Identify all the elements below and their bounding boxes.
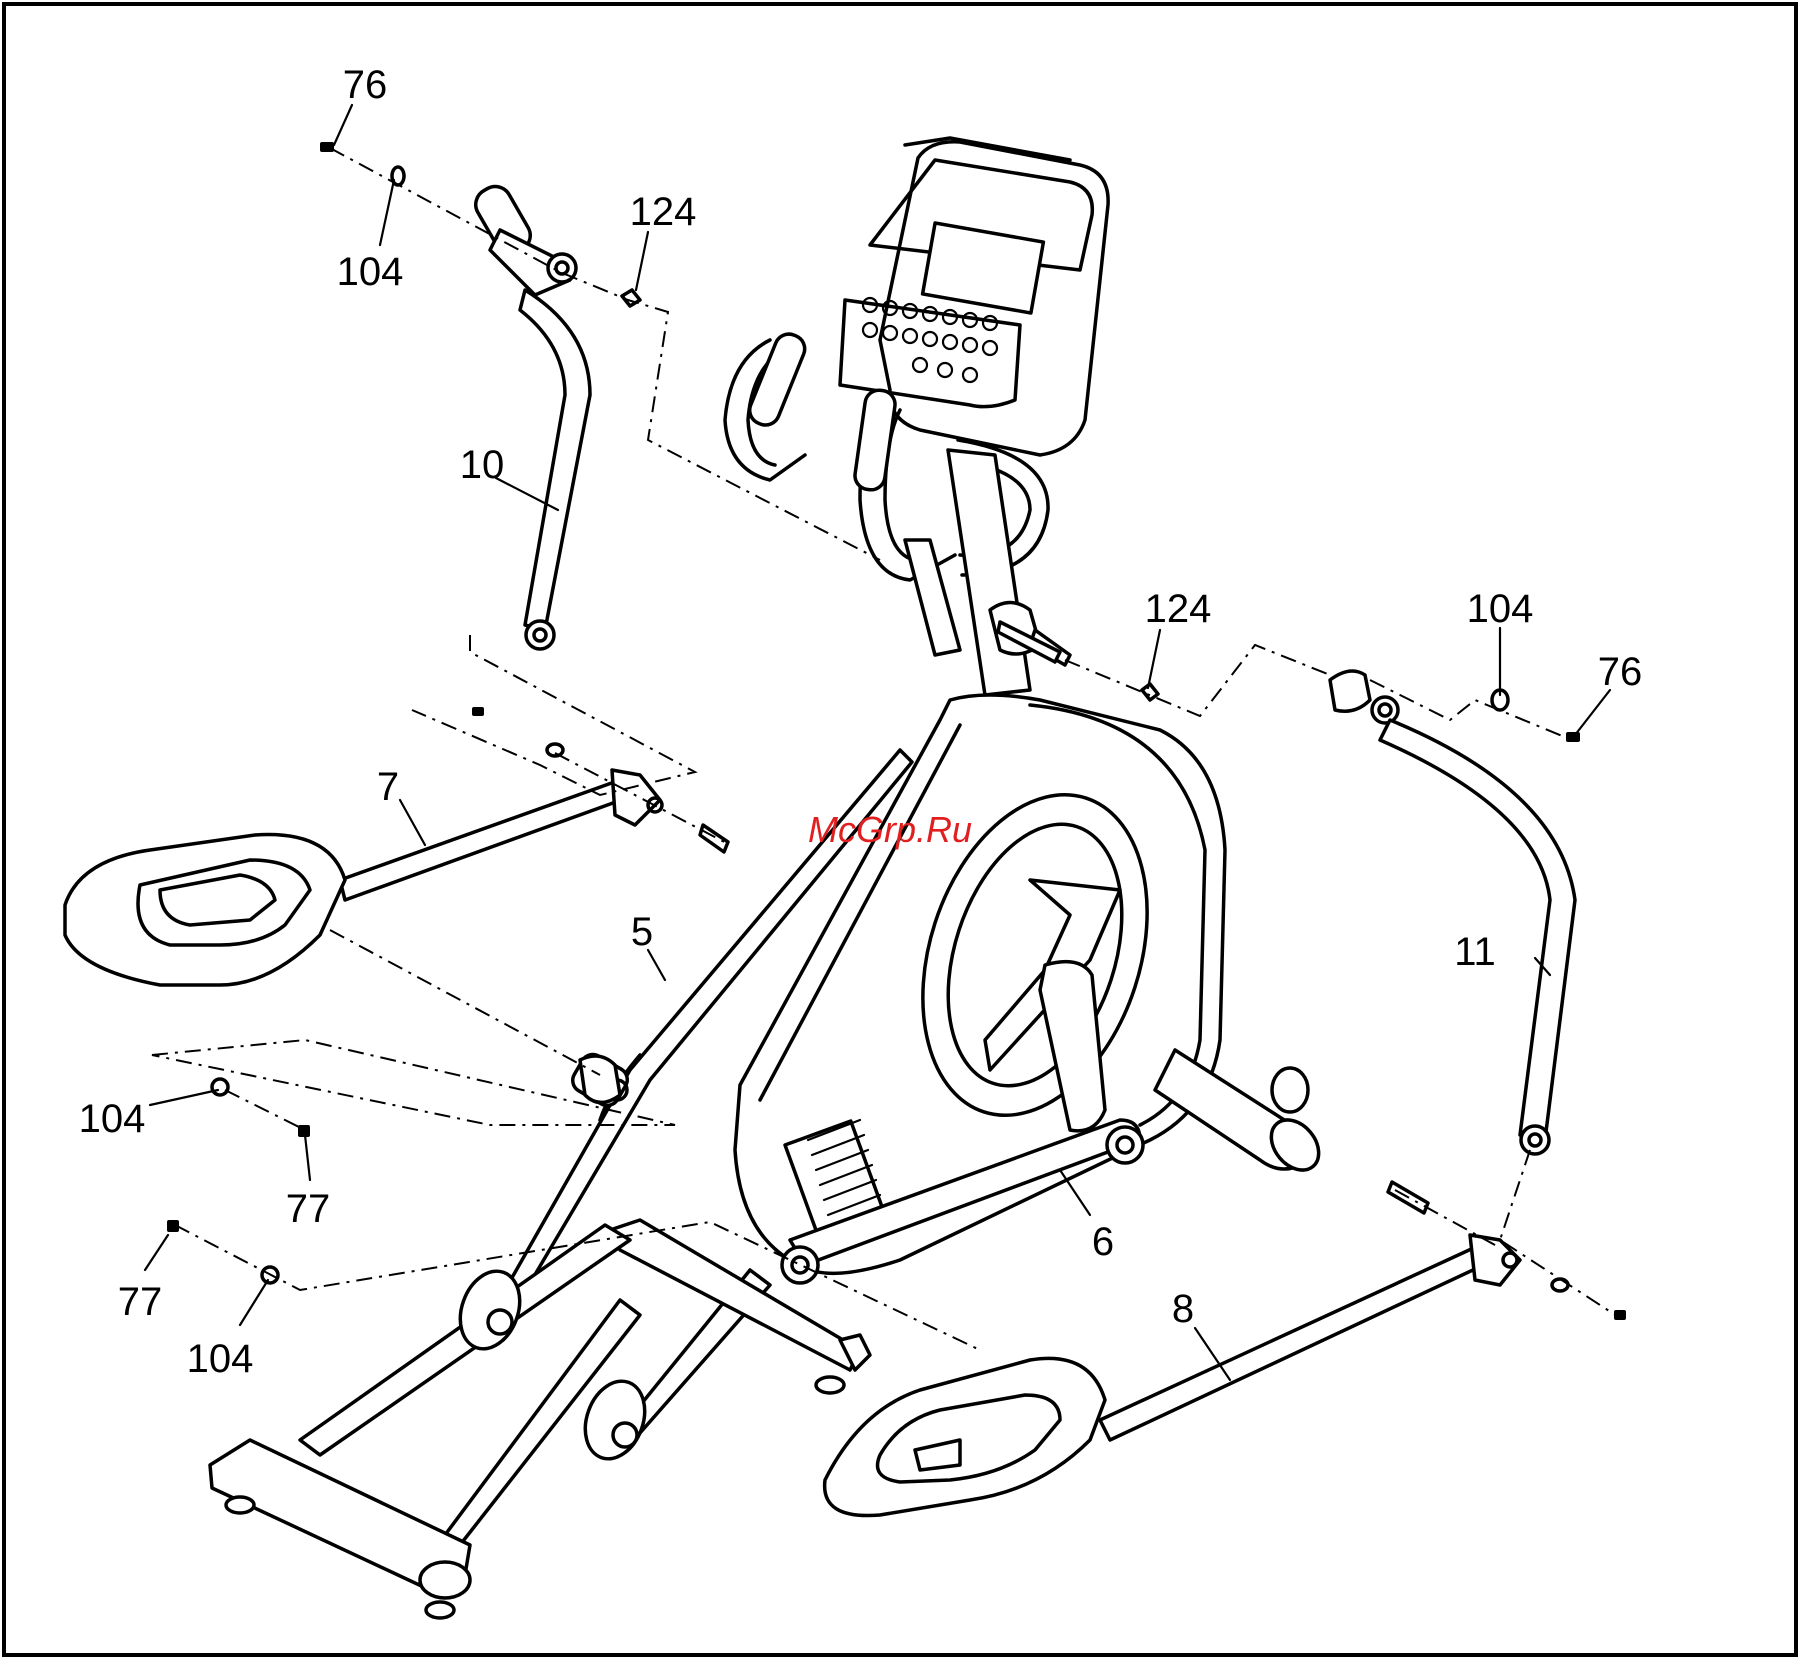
pivot-bushing-left bbox=[580, 1056, 620, 1103]
washer-104-lower bbox=[212, 1079, 228, 1095]
label-77-bottom: 77 bbox=[118, 1280, 163, 1324]
label-124-top: 124 bbox=[630, 190, 697, 234]
label-104-right: 104 bbox=[1467, 587, 1534, 631]
label-104-mid: 104 bbox=[79, 1097, 146, 1141]
label-10: 10 bbox=[460, 443, 505, 487]
label-11: 11 bbox=[1454, 930, 1496, 974]
rear-wheel bbox=[1272, 1068, 1308, 1112]
bolt-76 bbox=[320, 142, 334, 152]
bolt-76-right bbox=[1566, 732, 1580, 742]
label-5: 5 bbox=[631, 910, 653, 954]
label-104-bottom: 104 bbox=[187, 1337, 254, 1381]
label-76-top: 76 bbox=[343, 63, 388, 107]
watermark: McGrp.Ru bbox=[808, 809, 972, 850]
label-76-right: 76 bbox=[1598, 650, 1643, 694]
label-6: 6 bbox=[1092, 1220, 1114, 1264]
label-7: 7 bbox=[377, 765, 399, 809]
label-124-right: 124 bbox=[1145, 587, 1212, 631]
label-77-mid: 77 bbox=[286, 1187, 331, 1231]
label-104-top: 104 bbox=[337, 250, 404, 294]
label-8: 8 bbox=[1172, 1287, 1194, 1331]
